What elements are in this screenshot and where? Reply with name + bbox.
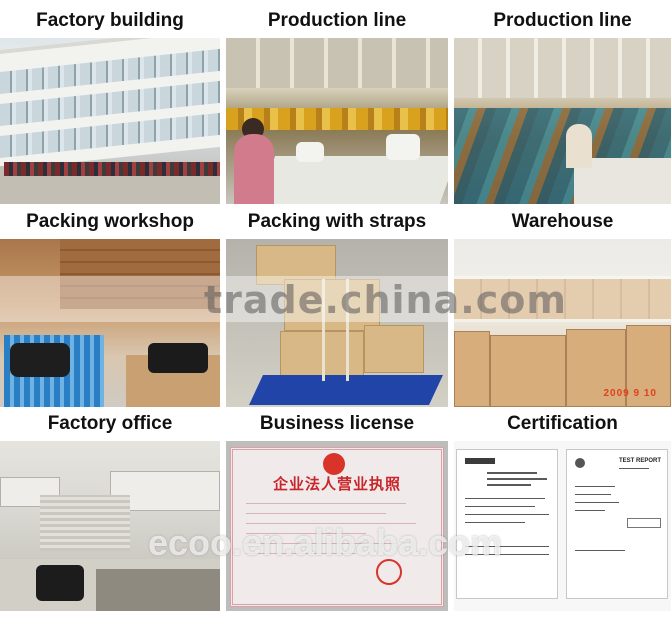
photo-business-license: 企业法人营业执照 — [226, 441, 448, 611]
strap — [346, 279, 349, 381]
worker — [566, 124, 592, 168]
stacked-boxes — [60, 239, 220, 309]
caption-factory-office: Factory office — [47, 413, 173, 434]
doc-logo — [465, 458, 495, 464]
caption-packing-with-straps: Packing with straps — [247, 211, 427, 232]
carton — [454, 331, 490, 407]
photo-factory-building — [0, 38, 220, 204]
building-facade — [0, 38, 220, 170]
cell-packing-with-straps: Packing with straps — [226, 205, 448, 407]
caption-factory-building: Factory building — [36, 10, 184, 31]
doc-text-line — [619, 468, 649, 469]
license-text-line — [246, 523, 416, 524]
photo-packing-workshop — [0, 239, 220, 407]
worker — [234, 134, 274, 204]
doc-text-line — [465, 554, 549, 555]
doc-text-line — [575, 486, 615, 487]
national-emblem-icon — [323, 453, 345, 475]
license-text-line — [246, 503, 406, 504]
doc-table — [627, 518, 661, 528]
photo-certification: TEST REPORT — [454, 441, 671, 611]
ceiling — [226, 38, 448, 88]
doc-text-line — [465, 498, 545, 499]
caption-packing-workshop: Packing workshop — [26, 211, 194, 232]
doc-text-line — [465, 546, 549, 547]
doc-text-line — [487, 472, 537, 474]
desk — [96, 569, 220, 611]
strap — [322, 279, 325, 381]
photo-packing-with-straps — [226, 239, 448, 407]
ceiling — [454, 38, 671, 98]
carton — [566, 329, 626, 407]
carton-stack-rear — [454, 279, 671, 319]
license-text-line — [246, 513, 386, 514]
carton — [284, 279, 380, 331]
carton — [490, 335, 566, 407]
doc-text-line — [575, 502, 619, 503]
photo-production-line-1 — [226, 38, 448, 204]
carton — [364, 325, 424, 373]
caption-warehouse: Warehouse — [511, 211, 614, 232]
license-text-line — [246, 533, 366, 534]
doc-logo — [575, 458, 585, 468]
cell-packing-workshop: Packing workshop — [0, 205, 220, 407]
doc-text-line — [487, 478, 547, 480]
test-report-document: TEST REPORT — [566, 449, 668, 599]
cell-warehouse: Warehouse 2009 9 10 — [454, 205, 671, 407]
parked-motorbikes — [4, 162, 220, 176]
caption-production-line-1: Production line — [267, 10, 407, 31]
license-text-line — [246, 553, 356, 554]
doc-text-line — [465, 522, 525, 523]
photo-warehouse: 2009 9 10 — [454, 239, 671, 407]
caption-certification: Certification — [507, 413, 618, 434]
certificate-document — [456, 449, 558, 599]
doc-text-line — [465, 514, 549, 515]
yellow-material-rack — [226, 108, 448, 130]
doc-text-line — [487, 484, 531, 486]
caption-production-line-2: Production line — [493, 10, 632, 31]
red-seal-icon — [376, 559, 402, 585]
doc-text-line — [575, 550, 625, 551]
photo-production-line-2 — [454, 38, 671, 204]
sewing-machine — [296, 142, 324, 162]
caption-business-license: Business license — [259, 413, 415, 434]
carton — [256, 245, 336, 285]
black-bag — [36, 565, 84, 601]
cell-production-line-1: Production line — [226, 4, 448, 204]
cell-business-license: Business license 企业法人营业执照 — [226, 407, 448, 611]
work-table — [256, 156, 448, 204]
cell-certification: Certification TEST REPORT — [454, 407, 671, 611]
photo-factory-office — [0, 441, 220, 611]
black-bag — [10, 343, 70, 377]
black-bag — [148, 343, 208, 373]
license-title: 企业法人营业执照 — [272, 475, 401, 493]
doc-text-line — [575, 510, 605, 511]
partition — [40, 495, 130, 551]
cell-production-line-2: Production line — [454, 4, 671, 204]
photo-date-stamp: 2009 9 10 — [603, 388, 657, 399]
license-text-line — [246, 543, 396, 544]
cell-factory-building: Factory building — [0, 4, 220, 204]
test-report-header: TEST REPORT — [619, 458, 662, 464]
cell-factory-office: Factory office — [0, 407, 220, 611]
sewing-machine — [386, 134, 420, 160]
doc-text-line — [465, 506, 535, 507]
doc-text-line — [575, 494, 611, 495]
